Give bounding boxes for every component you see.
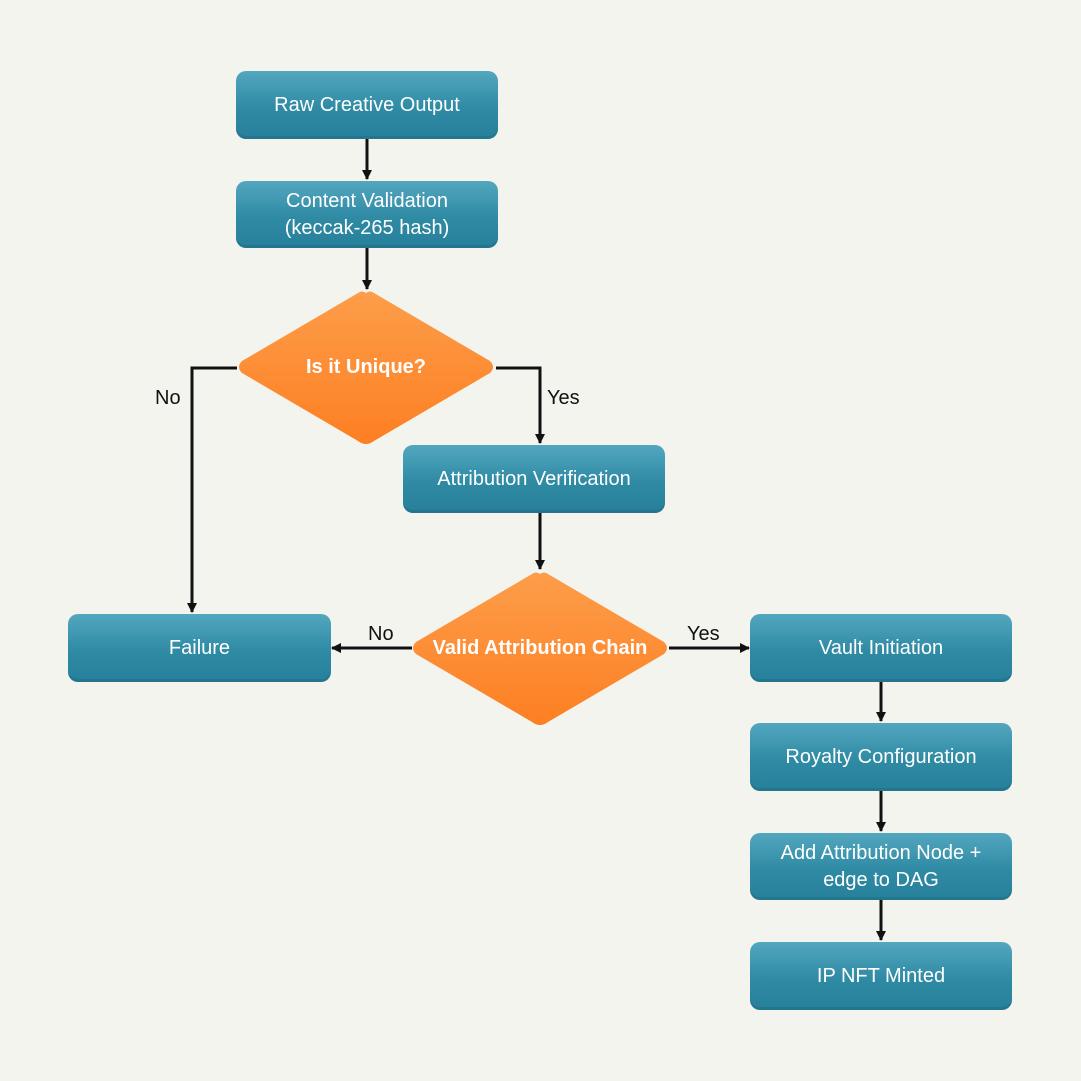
node-label: Attribution Verification: [437, 467, 631, 490]
decision-valid-attribution-chain: Valid Attribution Chain: [406, 568, 674, 728]
node-add-attribution: Add Attribution Node + edge to DAG: [750, 833, 1012, 900]
node-label: Raw Creative Output: [274, 93, 460, 116]
node-royalty-configuration: Royalty Configuration: [750, 723, 1012, 791]
node-attribution-verification: Attribution Verification: [403, 445, 665, 513]
node-label: IP NFT Minted: [816, 964, 946, 987]
node-vault-initiation: Vault Initiation: [750, 614, 1012, 682]
node-failure: Failure: [68, 614, 331, 682]
edge-label-unique-no: No: [155, 387, 181, 409]
arrow-unique-yes: [496, 366, 545, 444]
node-sublabel: (keccak-265 hash): [284, 216, 450, 239]
edge-label-chain-no: No: [368, 623, 394, 645]
decision-label: Is it Unique?: [306, 355, 426, 378]
edge-label-chain-yes: Yes: [687, 623, 720, 645]
arrow-unique-no: [187, 366, 237, 613]
diamond-shape: [239, 291, 493, 444]
node-ip-nft-minted: IP NFT Minted: [750, 942, 1012, 1010]
node-content-validation: Content Validation (keccak-265 hash): [236, 181, 498, 248]
node-label: Content Validation: [286, 189, 448, 212]
node-label: Add Attribution Node +: [780, 841, 982, 864]
node-label: Vault Initiation: [818, 636, 944, 659]
node-label: Failure: [168, 636, 231, 659]
edge-label-unique-yes: Yes: [547, 387, 580, 409]
decision-is-unique: Is it Unique?: [232, 287, 500, 447]
node-sublabel: edge to DAG: [823, 868, 939, 891]
node-raw-creative-output: Raw Creative Output: [236, 71, 498, 139]
decision-label: Valid Attribution Chain: [432, 636, 648, 659]
node-label: Royalty Configuration: [785, 745, 977, 768]
diamond-shape: [413, 572, 667, 725]
